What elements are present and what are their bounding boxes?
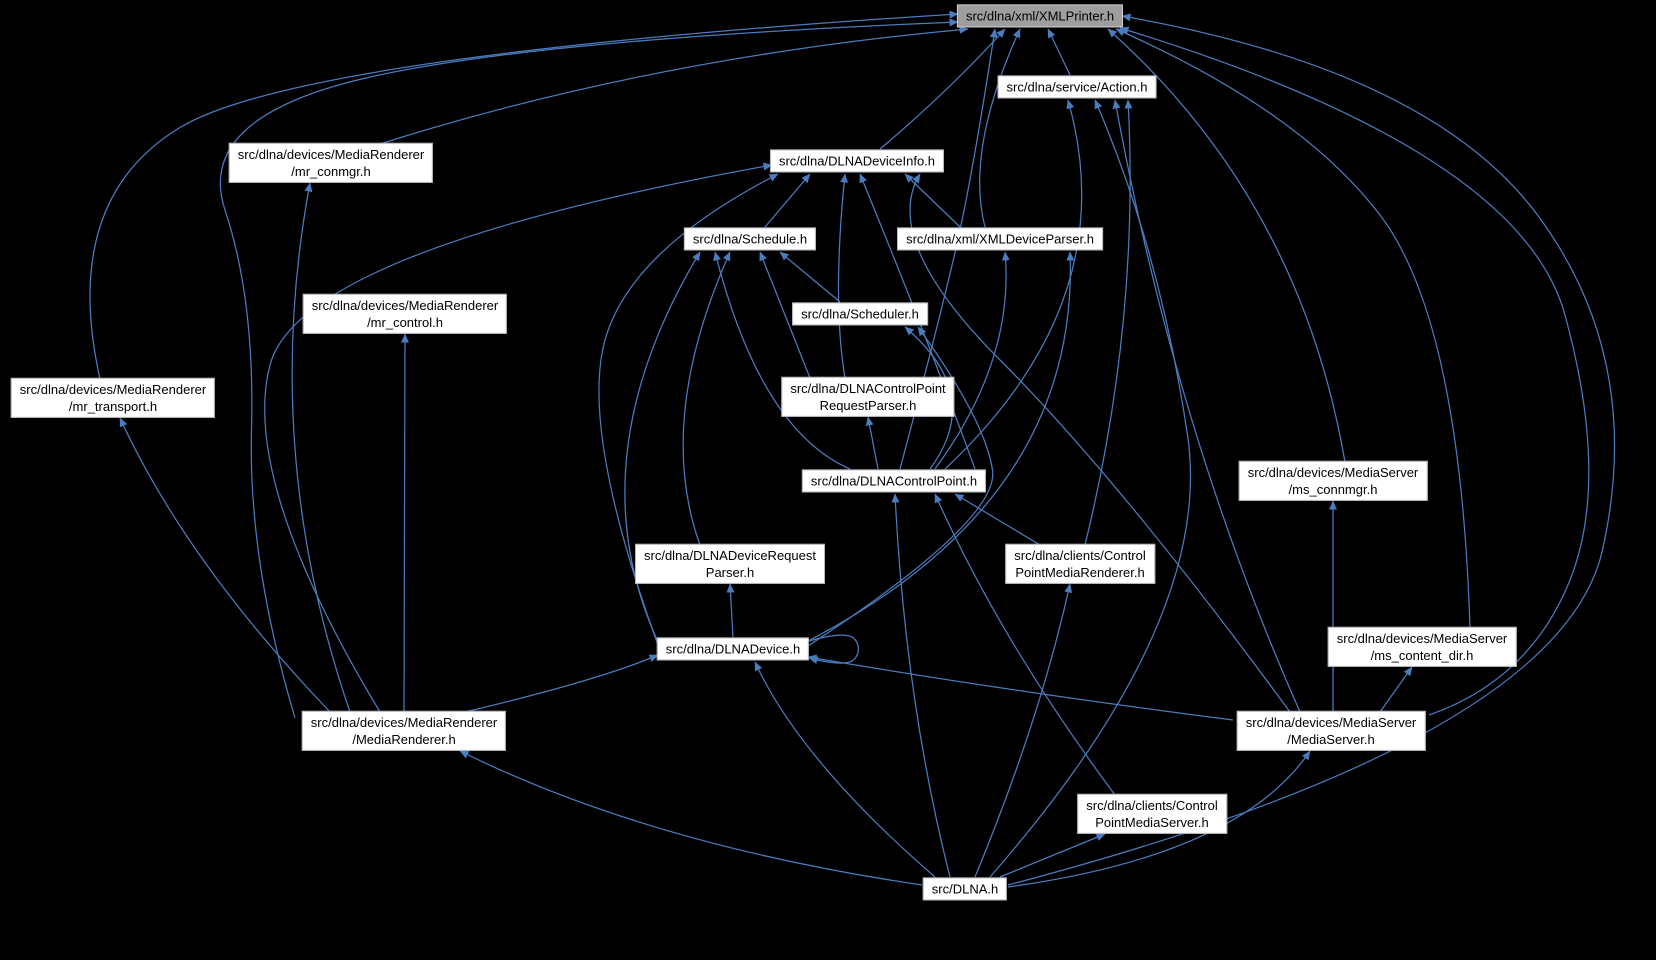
edge-scheduler-to-schedule [779,251,841,303]
graph-node-mediarenderer[interactable]: src/dlna/devices/MediaRenderer /MediaRen… [301,710,507,752]
edge-dlna-to-cp-mediarenderer [974,583,1073,878]
edge-controlpoint-to-cp-requestparser [865,416,879,470]
graph-node-ms-connmgr[interactable]: src/dlna/devices/MediaServer /ms_connmgr… [1238,460,1428,502]
graph-node-dlna[interactable]: src/DLNA.h [922,877,1008,901]
edge-dlnadevice-to-dev-requestparser [726,583,735,638]
edge-mediaserver-to-dlnadevice [807,654,1234,721]
edge-deviceinfo-to-xmlprinter [879,28,1006,150]
edge-cp-requestparser-to-schedule [759,251,811,379]
edge-mediaserver-to-ms-contentdir [1379,666,1413,713]
edge-dlna-to-xmlprinter [1007,13,1616,886]
edge-controlpoint-to-action [944,99,1083,470]
edge-mediarenderer-to-dlnadevice [464,654,659,713]
graph-node-xmldeviceparser[interactable]: src/dlna/xml/XMLDeviceParser.h [897,227,1103,251]
edge-dlnadevice-to-xmldeviceparser [807,251,1075,642]
graph-node-cp-mediaserver[interactable]: src/dlna/clients/Control PointMediaServe… [1077,793,1227,835]
edge-controlpoint-to-schedule [713,251,851,470]
graph-node-controlpoint[interactable]: src/dlna/DLNAControlPoint.h [801,469,987,493]
edge-mediarenderer-to-deviceinfo [264,162,773,713]
edge-mediarenderer-to-xmlprinter [219,18,959,719]
edge-xmldeviceparser-to-xmlprinter [979,28,1021,228]
edge-schedule-to-deviceinfo [764,173,811,228]
graph-node-scheduler[interactable]: src/dlna/Scheduler.h [792,302,928,326]
graph-node-cp-mediarenderer[interactable]: src/dlna/clients/Control PointMediaRende… [1005,543,1155,585]
graph-node-dlnadevice[interactable]: src/dlna/DLNADevice.h [656,637,810,661]
edge-cp-mediaserver-to-controlpoint [934,493,1116,796]
graph-node-mr-transport[interactable]: src/dlna/devices/MediaRenderer /mr_trans… [10,377,216,419]
graph-node-mr-control[interactable]: src/dlna/devices/MediaRenderer /mr_contr… [302,293,508,335]
edge-dlna-to-cp-mediaserver [999,833,1106,878]
graph-node-deviceinfo[interactable]: src/dlna/DLNADeviceInfo.h [769,149,945,173]
graph-node-dev-requestparser[interactable]: src/dlna/DLNADeviceRequest Parser.h [635,543,825,585]
edge-mediaserver-to-xmlprinter [1119,26,1590,716]
edge-dlnadevice-to-deviceinfo [598,173,779,646]
graph-node-xmlprinter: src/dlna/xml/XMLPrinter.h [956,4,1124,28]
edge-cp-mediarenderer-to-action [1084,99,1133,546]
graph-node-schedule[interactable]: src/dlna/Schedule.h [683,227,817,251]
edge-dlnadevice-to-schedule [624,251,701,643]
edge-dlna-to-mediaserver [1007,750,1311,888]
edge-dlna-to-action [989,99,1192,878]
edge-ms-connmgr-to-xmlprinter [1107,28,1346,463]
graph-node-mr-conmgr[interactable]: src/dlna/devices/MediaRenderer /mr_conmg… [228,142,434,184]
edge-dlna-to-mediarenderer [459,750,923,886]
edge-cp-requestparser-to-deviceinfo [837,173,849,379]
edge-ms-contentdir-to-xmlprinter [1115,28,1471,629]
edge-dlnadevice-to-dlnadevice [808,634,860,664]
edge-dlnadevice-to-scheduler [807,326,994,647]
edge-mediarenderer-to-mr-conmgr [291,182,351,713]
edge-controlpoint-to-xmldeviceparser [934,251,1010,470]
edge-cp-mediarenderer-to-controlpoint [954,493,1041,546]
graph-node-cp-requestparser[interactable]: src/dlna/DLNAControlPoint RequestParser.… [781,376,955,418]
edge-dlna-to-dlnadevice [754,661,936,878]
graph-node-action[interactable]: src/dlna/service/Action.h [997,75,1157,99]
edge-dev-requestparser-to-schedule [682,251,731,546]
edge-mediarenderer-to-mr-transport [119,417,331,713]
edge-mr-transport-to-xmlprinter [89,10,959,380]
edge-mr-conmgr-to-xmlprinter [379,25,969,145]
edge-action-to-xmlprinter [1047,28,1071,76]
edge-mediarenderer-to-mr-control [400,333,409,713]
graph-node-ms-contentdir[interactable]: src/dlna/devices/MediaServer /ms_content… [1327,626,1517,668]
graph-node-mediaserver[interactable]: src/dlna/devices/MediaServer /MediaServe… [1236,710,1426,752]
edge-mediaserver-to-action [1112,99,1301,713]
edge-dlna-to-controlpoint [891,493,951,878]
